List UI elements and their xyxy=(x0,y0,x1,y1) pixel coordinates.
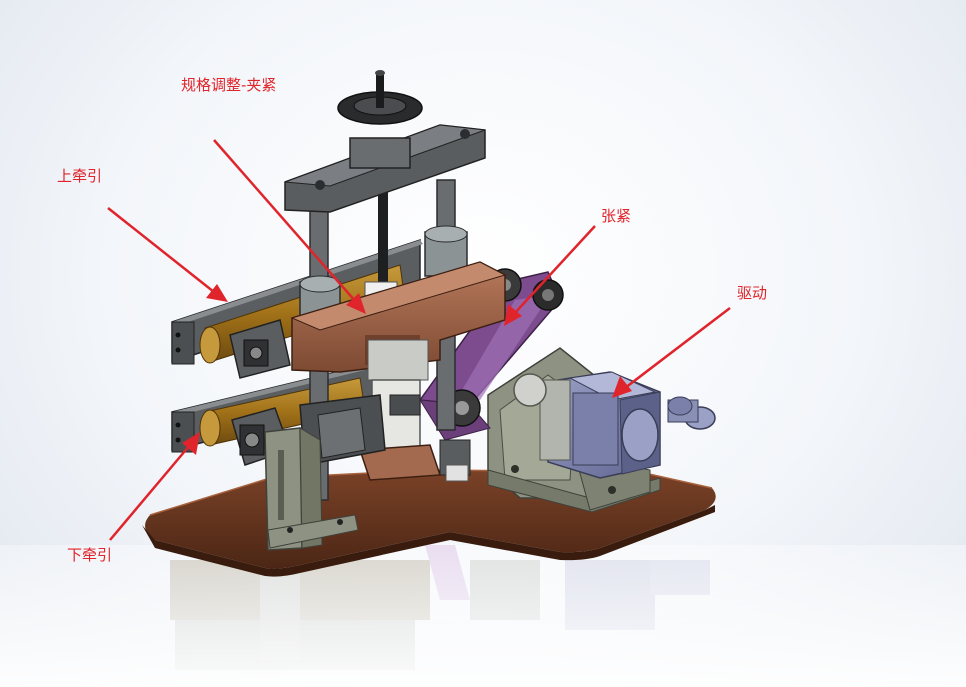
arrow-drive xyxy=(612,307,731,398)
label-tension: 张紧 xyxy=(601,207,632,225)
arrow-spec-adjust xyxy=(213,139,366,314)
label-lower-traction: 下牵引 xyxy=(67,546,113,564)
label-spec-adjust-clamp: 规格调整-夹紧 xyxy=(181,76,277,94)
arrow-upper-traction xyxy=(107,207,228,302)
lower-center-mechanism xyxy=(299,339,442,481)
drive-motor xyxy=(513,371,716,479)
label-drive: 驱动 xyxy=(737,284,768,302)
arrow-tension xyxy=(504,225,596,326)
annotation-arrows xyxy=(107,139,731,541)
label-upper-traction: 上牵引 xyxy=(57,167,103,185)
guide-bracket xyxy=(264,427,359,551)
arrow-lower-traction xyxy=(109,432,200,541)
